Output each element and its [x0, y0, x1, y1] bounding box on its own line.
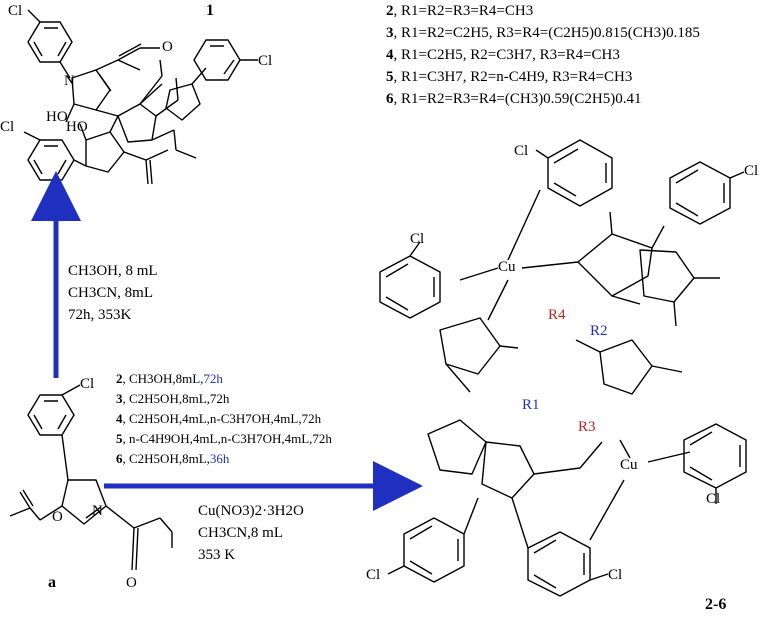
compound-2-6-label: 2-6 [705, 596, 727, 613]
atom-cl: Cl [410, 231, 425, 247]
condition-line: CH3OH, 8 mL [68, 263, 158, 279]
compound-1-structure [23, 9, 258, 185]
legend-row: 4, R1=C2H5, R2=C3H7, R3=R4=CH3 [386, 47, 620, 63]
r4-label: R4 [548, 307, 566, 323]
atom-cl: Cl [80, 376, 95, 392]
atom-cl: Cl [258, 53, 273, 69]
r2-label: R2 [590, 323, 608, 339]
atom-n: N [92, 503, 103, 519]
complex-structure [379, 139, 747, 597]
atom-ho: HO [66, 119, 88, 135]
compound-a-structure [9, 384, 173, 571]
atom-o: O [162, 39, 173, 55]
condition-line: 4, C2H5OH,4mL,n-C3H7OH,4mL,72h [116, 411, 322, 426]
condition-line: CH3CN,8 mL [198, 525, 284, 541]
conditions-right-below: Cu(NO3)2·3H2O CH3CN,8 mL 353 K [198, 502, 304, 563]
atom-cl: Cl [608, 567, 623, 583]
atom-cl: Cl [744, 163, 759, 179]
atom-cl: Cl [706, 491, 721, 507]
atom-cu: Cu [498, 259, 516, 275]
legend: 2, R1=R2=R3=R4=CH3 3, R1=R2=C2H5, R3=R4=… [386, 2, 700, 107]
legend-row: 3, R1=R2=C2H5, R3=R4=(C2H5)0.815(CH3)0.1… [386, 25, 700, 41]
atom-cl: Cl [0, 119, 15, 135]
legend-row: 2, R1=R2=R3=R4=CH3 [386, 3, 534, 19]
condition-line: 3, C2H5OH,8mL,72h [116, 391, 230, 406]
condition-line: 72h, 353K [68, 307, 132, 323]
atom-o: O [126, 575, 137, 591]
r3-label: R3 [578, 419, 596, 435]
atom-cl: Cl [366, 567, 381, 583]
atom-ho: HO [46, 109, 68, 125]
atom-cu: Cu [620, 457, 638, 473]
atom-cl: Cl [514, 143, 529, 159]
condition-line: 5, n-C4H9OH,4mL,n-C3H7OH,4mL,72h [116, 431, 332, 446]
compound-a-label: a [48, 574, 56, 591]
compound-1-label: 1 [206, 2, 214, 19]
condition-line: 6, C2H5OH,8mL,36h [116, 451, 230, 466]
condition-line: CH3CN, 8mL [68, 285, 154, 301]
legend-row: 5, R1=C3H7, R2=n-C4H9, R3=R4=CH3 [386, 69, 633, 85]
atom-o: O [52, 509, 63, 525]
atom-cl: Cl [8, 3, 23, 19]
condition-line: 353 K [198, 547, 236, 563]
r1-label: R1 [522, 397, 540, 413]
atom-n: N [64, 73, 75, 89]
legend-row: 6, R1=R2=R3=R4=(CH3)0.59(C2H5)0.41 [386, 91, 642, 107]
conditions-right-above: 2, CH3OH,8mL,72h 3, C2H5OH,8mL,72h 4, C2… [116, 370, 332, 466]
condition-line: Cu(NO3)2·3H2O [198, 503, 304, 519]
conditions-up: CH3OH, 8 mL CH3CN, 8mL 72h, 353K [68, 262, 158, 323]
condition-line: 2, CH3OH,8mL,72h [116, 371, 223, 386]
